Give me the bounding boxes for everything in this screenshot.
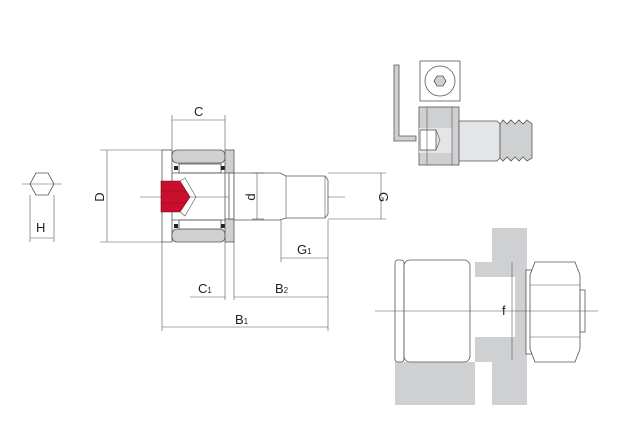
dim-label-C: C — [194, 104, 203, 119]
dim-label-C1: C1 — [198, 281, 212, 296]
dim-label-G: G — [376, 192, 391, 202]
dim-label-D: D — [92, 192, 107, 201]
hex-key-illustration — [393, 60, 533, 166]
dim-label-d: d — [243, 193, 258, 200]
dim-label-H: H — [36, 220, 45, 235]
dim-label-f: f — [502, 303, 506, 318]
hex-socket-highlight — [160, 180, 191, 213]
main-section-view: C D d G G1 C1 B2 B1 — [92, 104, 391, 331]
dim-label-B2: B2 — [275, 281, 289, 296]
hex-key-icon — [393, 64, 417, 142]
mounting-view: f — [375, 228, 598, 405]
dim-label-G1: G1 — [297, 242, 312, 257]
dim-label-B1: B1 — [235, 312, 249, 327]
hex-end-view: H — [22, 172, 62, 242]
